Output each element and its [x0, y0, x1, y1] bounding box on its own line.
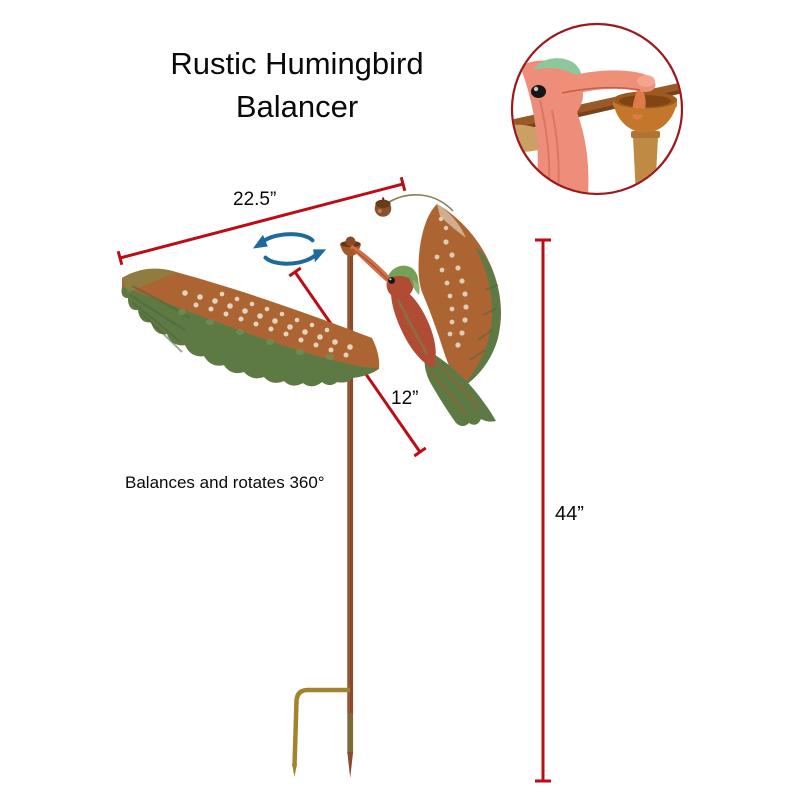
eye — [388, 277, 395, 284]
body — [390, 283, 436, 368]
beak — [350, 245, 392, 284]
inset-closeup — [510, 22, 684, 196]
width-dimension-label: 22.5” — [233, 189, 277, 210]
width-dimension-line — [116, 176, 407, 266]
pole-top-cup — [340, 236, 361, 256]
height-dimension-line — [535, 238, 551, 783]
hummingbird — [121, 204, 502, 426]
right-wing — [418, 204, 502, 389]
height-dimension-label: 44” — [555, 503, 584, 525]
rotation-caption: Balances and rotates 360° — [125, 473, 325, 492]
beak-dimension-label: 12” — [391, 388, 419, 409]
head — [350, 245, 420, 299]
tail — [424, 350, 496, 426]
ground-stake-foot — [292, 687, 350, 777]
rotation-arrows-icon — [252, 232, 327, 266]
left-wing — [121, 268, 380, 387]
stake-pole — [292, 236, 361, 778]
title-line-1: Rustic Humingbird — [170, 46, 424, 81]
title-line-2: Balancer — [235, 89, 359, 124]
page-title: Rustic Humingbird Balancer — [57, 42, 537, 128]
counterweight-berry — [374, 194, 454, 217]
